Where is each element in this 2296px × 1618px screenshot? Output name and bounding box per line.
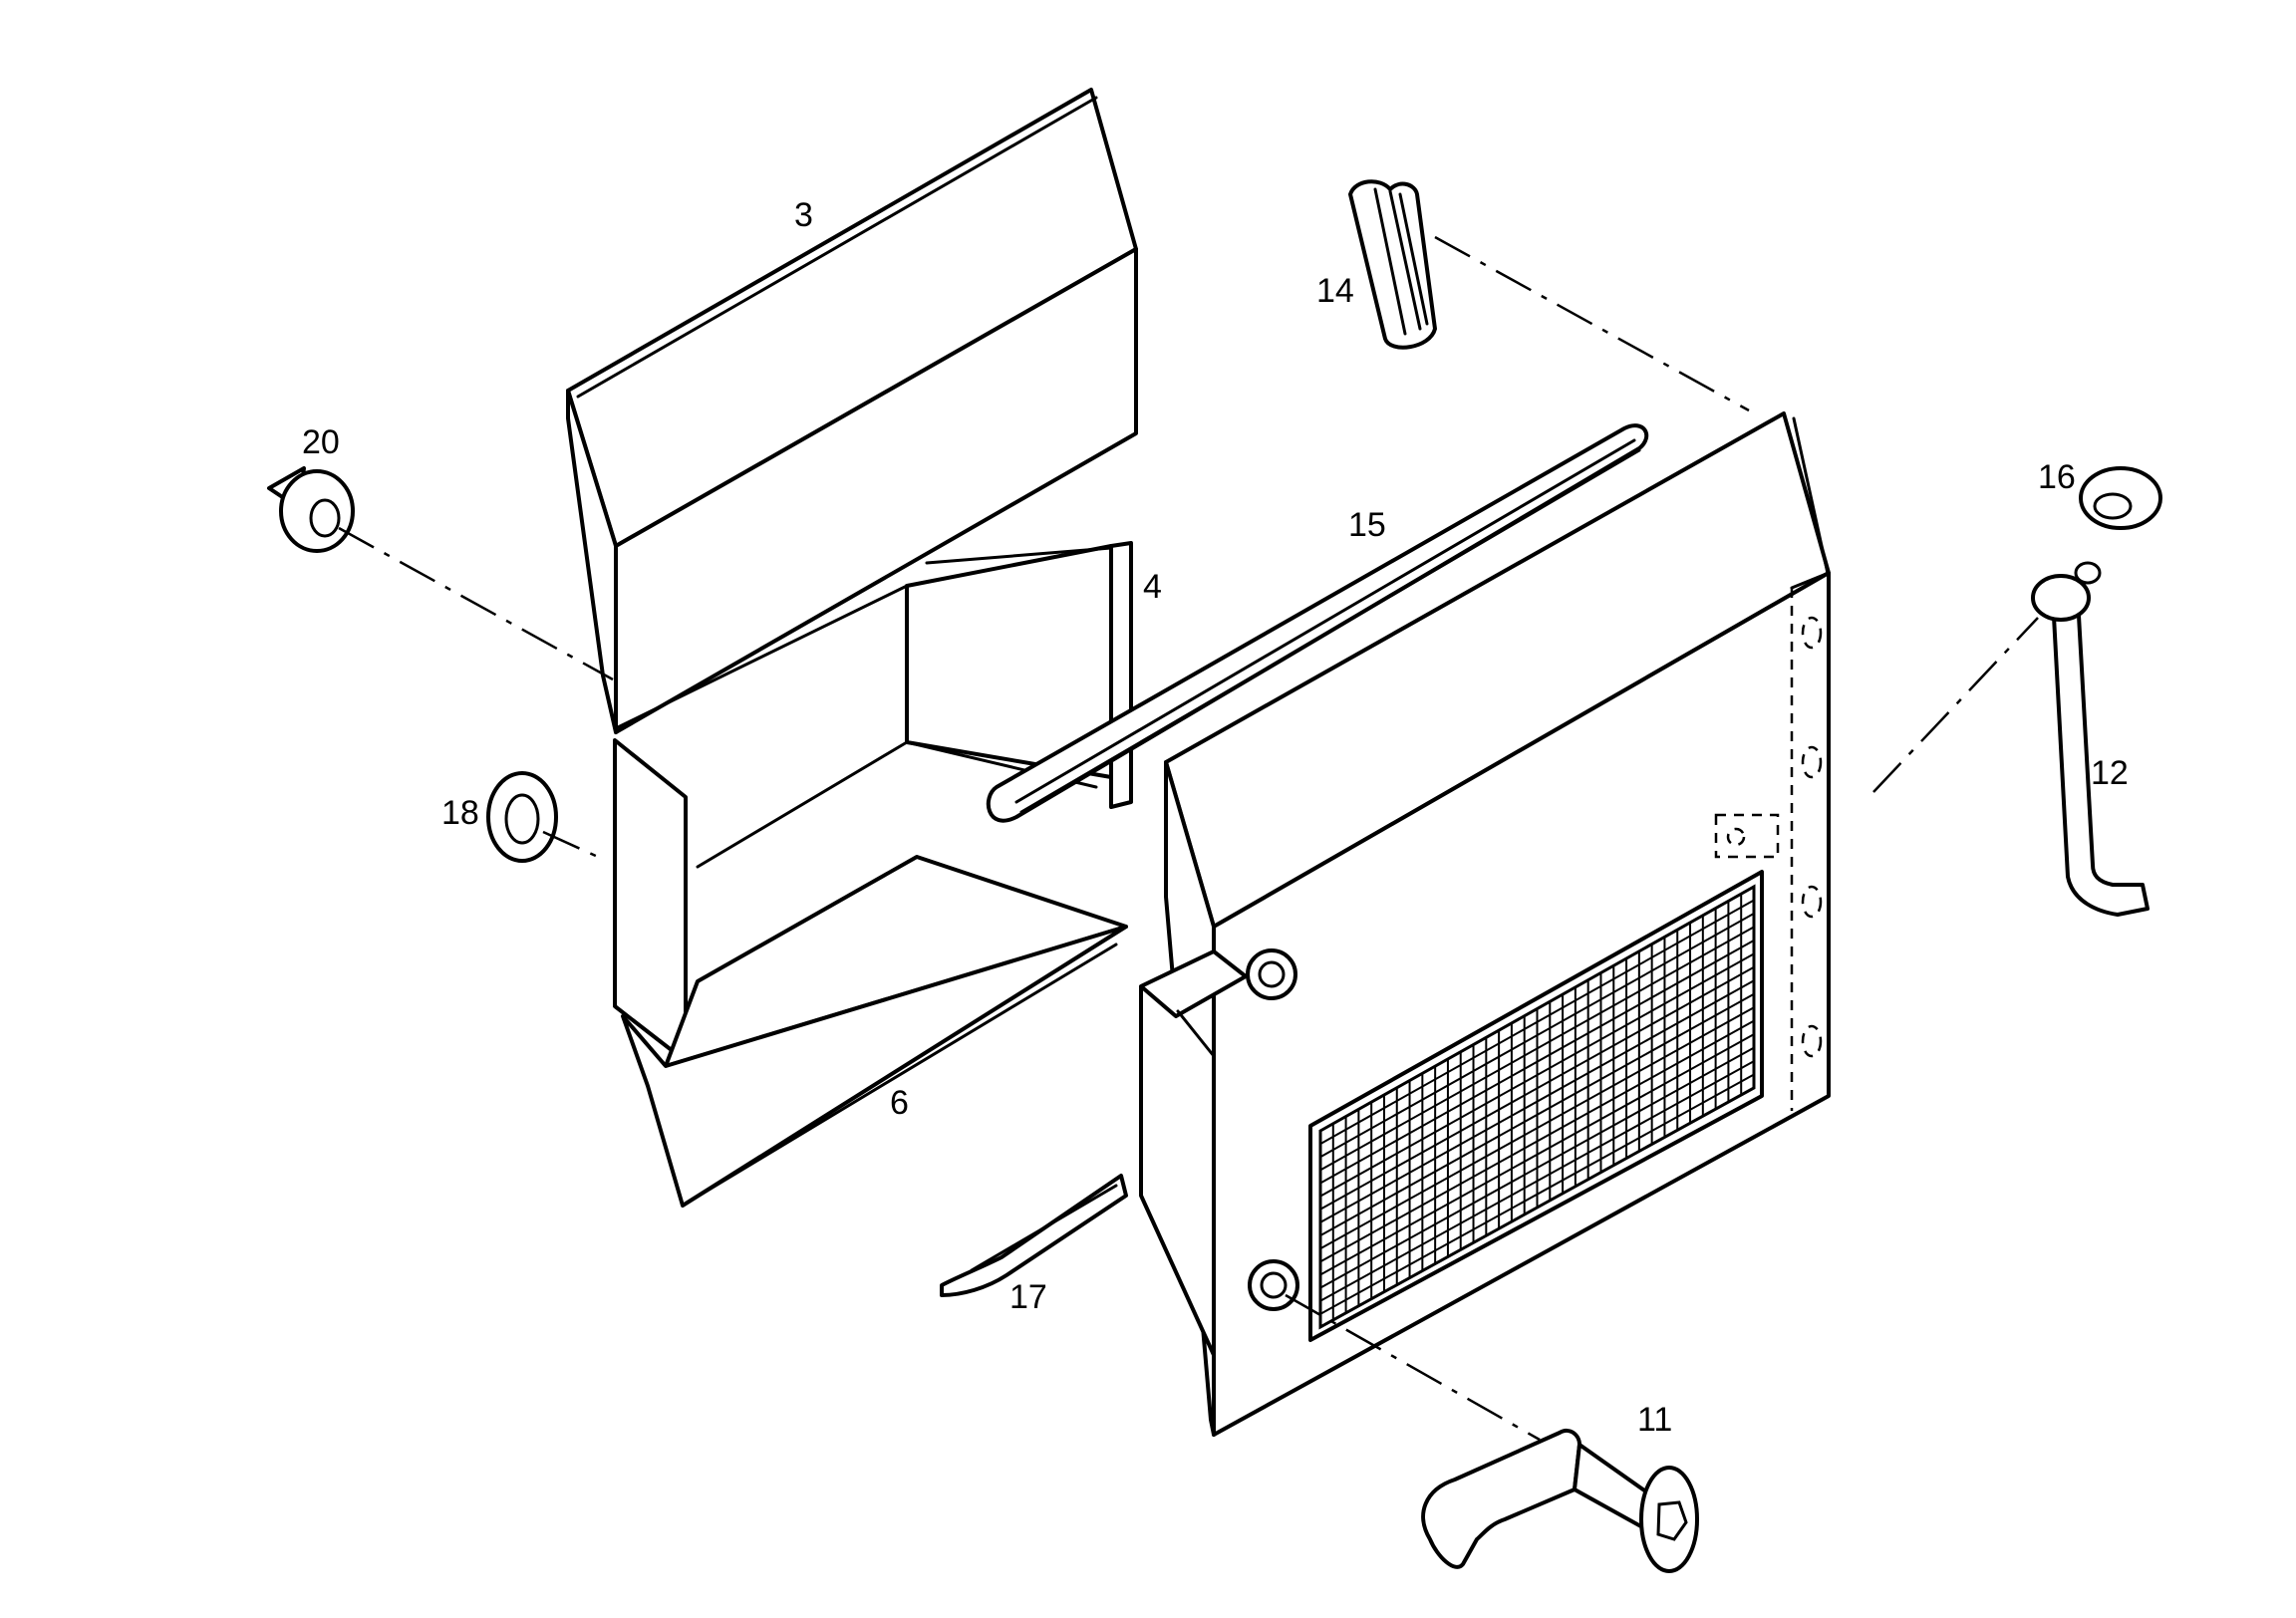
mesh-line	[1319, 939, 1755, 1185]
mesh-line	[1319, 1073, 1755, 1315]
ventilation-mesh	[1308, 870, 1764, 1342]
callout-17: 17	[1009, 1278, 1047, 1316]
mesh-line	[1319, 992, 1755, 1236]
mesh-line	[1319, 1033, 1755, 1276]
callout-12: 12	[2091, 754, 2129, 792]
mesh-line	[1319, 1006, 1755, 1250]
door-hinge-holes	[1714, 616, 1823, 1058]
callout-3: 3	[794, 196, 813, 234]
callout-labels: 3 4 6 11 12 14 15 16 17 18 20	[302, 196, 2129, 1439]
door-bolt-hole-bottom	[1248, 1259, 1299, 1311]
callout-11: 11	[1637, 1401, 1672, 1439]
part-3-top-panel	[566, 88, 1138, 734]
callout-20: 20	[302, 423, 340, 461]
part-6-bottom-tray	[613, 738, 1128, 1208]
mesh-line	[1319, 1060, 1755, 1302]
assembly-lines	[338, 235, 2039, 1442]
part-11-latch	[1421, 1428, 1699, 1573]
mesh-line	[1319, 965, 1755, 1211]
mesh-line	[1319, 952, 1755, 1198]
door-bolt-hole-top	[1246, 948, 1297, 1000]
mesh-line	[1319, 899, 1755, 1146]
mesh-line	[1319, 926, 1755, 1172]
callout-4: 4	[1143, 568, 1162, 606]
part-17-strip	[940, 1174, 1128, 1297]
mesh-line	[1319, 1046, 1755, 1289]
mesh-line	[1319, 979, 1755, 1223]
mesh-line	[1319, 913, 1755, 1159]
callout-6: 6	[890, 1084, 909, 1122]
part-18-grommet	[486, 771, 558, 863]
part-15-seal-rod	[986, 423, 1649, 823]
part-14-clip	[1348, 179, 1437, 350]
part-20-push-fastener	[267, 466, 355, 553]
part-12-hinge-pin	[2031, 561, 2150, 917]
callout-18: 18	[441, 794, 479, 832]
callout-14: 14	[1316, 272, 1354, 310]
part-16-washer	[2079, 466, 2162, 530]
callout-15: 15	[1348, 506, 1386, 544]
callout-16: 16	[2038, 458, 2076, 496]
mesh-line	[1319, 1019, 1755, 1263]
